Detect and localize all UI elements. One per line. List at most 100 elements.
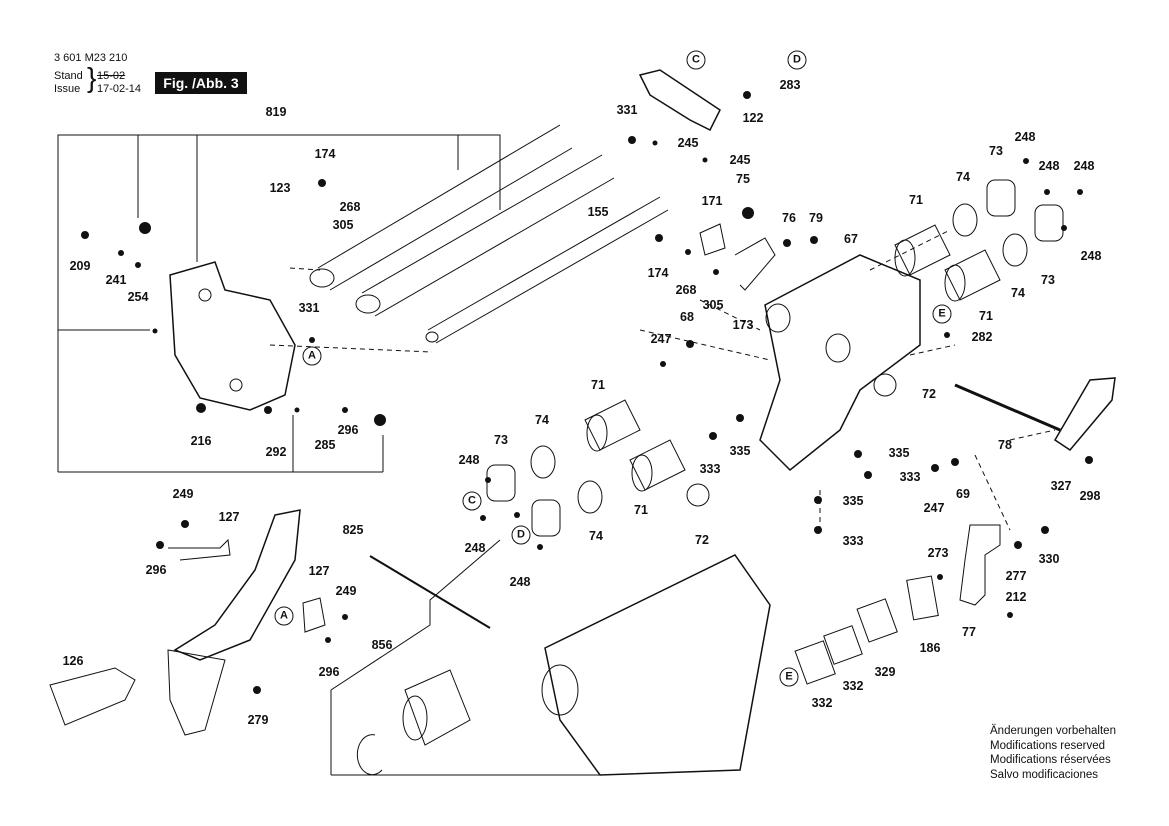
part-label: 277 (1005, 569, 1027, 583)
roller-71-b (944, 249, 1001, 302)
part-label: 75 (736, 172, 750, 186)
part-label: 71 (979, 309, 993, 323)
part-label: 298 (1079, 489, 1101, 503)
part-label: 171 (701, 194, 723, 208)
part-label: 74 (535, 413, 549, 427)
issue-value: 17-02-14 (97, 83, 142, 95)
part-label: 245 (729, 153, 751, 167)
callout-c: C (686, 50, 706, 70)
part-label: 296 (145, 563, 167, 577)
bracket-122 (638, 69, 721, 132)
part-label: 248 (1038, 159, 1060, 173)
part-label: 285 (314, 438, 336, 452)
rod-155 (425, 196, 669, 344)
lever-327 (1053, 377, 1116, 451)
part-label: 249 (335, 584, 357, 598)
part-label: 333 (842, 534, 864, 548)
part-label: 76 (782, 211, 796, 225)
part-label: 327 (1050, 479, 1072, 493)
part-label: 254 (127, 290, 149, 304)
part-label: 173 (732, 318, 754, 332)
part-label: 127 (218, 510, 240, 524)
part-label: 296 (337, 423, 359, 437)
part-label: 282 (971, 330, 993, 344)
flange-73-c (486, 464, 516, 502)
part-label: 335 (729, 444, 751, 458)
roller-71-d (629, 439, 686, 492)
hose-825 (173, 509, 301, 661)
roller-71-c (584, 399, 641, 452)
plate-171 (699, 223, 726, 256)
part-label: 279 (247, 713, 269, 727)
part-label: 283 (779, 78, 801, 92)
part-label: 333 (899, 470, 921, 484)
left-housing (169, 261, 296, 411)
part-label: 273 (927, 546, 949, 560)
callout-e: E (932, 304, 952, 324)
part-label: 72 (922, 387, 936, 401)
disclaimer-es: Salvo modificaciones (990, 768, 1099, 781)
part-label: 333 (699, 462, 721, 476)
part-label: 819 (265, 105, 287, 119)
part-label: 216 (190, 434, 212, 448)
part-label: 248 (1014, 130, 1036, 144)
part-label: 126 (62, 654, 84, 668)
bracket-819 (57, 134, 501, 472)
clamp-ring (356, 734, 383, 776)
adapter (404, 669, 471, 746)
part-label: 247 (923, 501, 945, 515)
callout-c: C (462, 491, 482, 511)
fasteners (81, 91, 1093, 694)
part-label: 856 (371, 638, 393, 652)
part-label: 69 (956, 487, 970, 501)
part-label: 123 (269, 181, 291, 195)
part-label: 335 (888, 446, 910, 460)
ring-74-a (952, 203, 978, 237)
part-label: 212 (1005, 590, 1027, 604)
bracket-173 (734, 237, 776, 291)
part-label: 248 (1080, 249, 1102, 263)
bracket-77 (959, 524, 1001, 606)
part-label: 73 (494, 433, 508, 447)
disclaimer-en: Modifications reserved (990, 739, 1106, 752)
plate-332-a (794, 640, 836, 685)
part-label: 292 (265, 445, 287, 459)
part-label: 247 (650, 332, 672, 346)
main-housing (759, 254, 921, 472)
ring-74-d (577, 480, 603, 514)
part-label: 127 (308, 564, 330, 578)
roller-71-a (894, 224, 951, 277)
ring-74-c (530, 445, 556, 479)
disclaimer-fr: Modifications réservées (990, 754, 1111, 766)
callout-d: D (787, 50, 807, 70)
callout-a: A (274, 606, 294, 626)
stand-value: 15-02 (97, 70, 126, 82)
part-label: 249 (172, 487, 194, 501)
callout-e: E (779, 667, 799, 687)
flange-73-a (986, 179, 1016, 217)
part-label: 73 (989, 144, 1003, 158)
part-label: 155 (587, 205, 609, 219)
part-label: 330 (1038, 552, 1060, 566)
part-label: 78 (998, 438, 1012, 452)
part-label: 71 (591, 378, 605, 392)
disclaimer-de: Änderungen vorbehalten (990, 725, 1116, 737)
part-label: 332 (842, 679, 864, 693)
part-label: 268 (675, 283, 697, 297)
part-label: 335 (842, 494, 864, 508)
hood (167, 649, 226, 736)
bracket-127-a (168, 538, 231, 561)
part-label: 74 (1011, 286, 1025, 300)
part-label: 241 (105, 273, 127, 287)
part-label: 71 (634, 503, 648, 517)
plate-186 (906, 575, 939, 621)
flange-73-b (1034, 204, 1064, 242)
part-label: 122 (742, 111, 764, 125)
part-label: 73 (1041, 273, 1055, 287)
part-label: 268 (339, 200, 361, 214)
part-label: 305 (702, 298, 724, 312)
part-label: 825 (342, 523, 364, 537)
part-label: 305 (332, 218, 354, 232)
part-label: 331 (298, 301, 320, 315)
